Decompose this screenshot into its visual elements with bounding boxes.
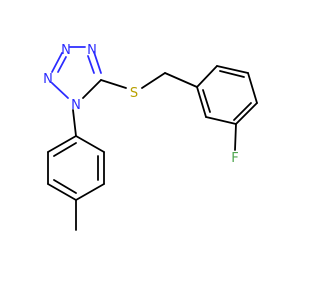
bond-t6-t1-inner (53, 142, 77, 157)
bond-t1-t2 (75, 135, 105, 153)
bond-t4-t5-inner (53, 179, 77, 194)
bond-c5-n1 (82, 79, 102, 99)
bond-b5-b6 (205, 116, 237, 125)
bond-s-ch2 (141, 72, 166, 89)
bond-ch2-ring (164, 72, 198, 88)
bond-n2-n3-inner (57, 56, 67, 73)
bond-b3-b4 (247, 72, 258, 104)
bond-c5-s (100, 79, 127, 89)
structure-diagram: N N N N S F (43, 43, 258, 231)
bond-n1-tolyl (72, 109, 77, 137)
bond-n1-n2 (51, 82, 69, 99)
bond-b6-b1 (196, 86, 207, 118)
bond-n4-c5-inner (87, 55, 95, 74)
bond-b5-f (234, 123, 237, 151)
bond-n2-n3 (51, 52, 63, 73)
bond-t6-t1 (47, 135, 77, 153)
bond-b1-b2 (196, 65, 218, 88)
molecule-svg: N N N N S F (43, 43, 258, 231)
bond-b2-b3 (216, 65, 249, 74)
bond-b4-b5 (235, 102, 258, 125)
bond-t3-t4 (75, 183, 105, 201)
bonds (47, 46, 258, 231)
atom-label-n3: N (61, 43, 71, 58)
atom-label-f: F (231, 151, 238, 166)
bond-n4-c5 (93, 51, 102, 74)
atom-label-n4: N (87, 43, 97, 58)
bond-t4-t5 (47, 183, 77, 201)
bond-b6-b1-inner (202, 89, 211, 113)
atom-label-s: S (130, 86, 138, 101)
atom-labels: N N N N S F (43, 43, 239, 166)
bond-b4-b5-inner (233, 102, 252, 121)
bond-b2-b3-inner (219, 70, 245, 78)
atom-label-n2: N (43, 72, 53, 87)
atom-label-n1: N (71, 98, 81, 113)
